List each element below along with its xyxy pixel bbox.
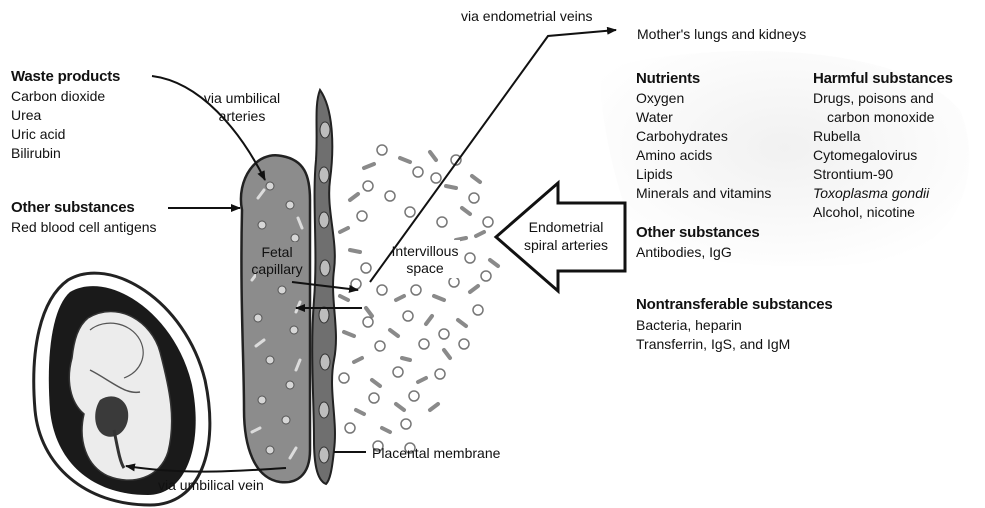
list-item: Cytomegalovirus [813, 146, 934, 165]
waste-products-list: Carbon dioxide Urea Uric acid Bilirubin [11, 87, 105, 163]
list-item: Transferrin, IgS, and IgM [636, 335, 790, 354]
list-item: carbon monoxide [813, 108, 934, 127]
maternal-other-substances-list: Antibodies, IgG [636, 243, 732, 262]
list-item: Red blood cell antigens [11, 218, 157, 237]
nutrients-title: Nutrients [636, 70, 700, 88]
placental-membrane-label: Placental membrane [372, 444, 500, 462]
waste-products-title: Waste products [11, 68, 120, 86]
fetal-other-substances-title: Other substances [11, 199, 135, 217]
list-item: Bacteria, heparin [636, 316, 790, 335]
intervillous-space-label: Intervillous space [384, 243, 466, 277]
list-item: Bilirubin [11, 144, 105, 163]
list-item: Water [636, 108, 771, 127]
nontransferable-list: Bacteria, heparin Transferrin, IgS, and … [636, 316, 790, 354]
list-item: Amino acids [636, 146, 771, 165]
list-item: Carbohydrates [636, 127, 771, 146]
list-item: Rubella [813, 127, 934, 146]
list-item: Urea [11, 106, 105, 125]
list-item: Minerals and vitamins [636, 184, 771, 203]
list-item: Toxoplasma gondii [813, 184, 934, 203]
via-endometrial-veins-label: via endometrial veins [461, 7, 593, 25]
fetus-illustration [34, 273, 210, 505]
maternal-other-substances-title: Other substances [636, 224, 760, 242]
mothers-lungs-kidneys-label: Mother's lungs and kidneys [637, 25, 806, 43]
nontransferable-title: Nontransferable substances [636, 296, 833, 314]
list-item: Drugs, poisons and [813, 89, 934, 108]
list-item: Strontium-90 [813, 165, 934, 184]
via-umbilical-vein-label: via umbilical vein [158, 476, 264, 494]
fetal-other-substances-list: Red blood cell antigens [11, 218, 157, 237]
spiral-arteries-label: Endometrial spiral arteries [516, 218, 616, 254]
intervillous-cells [339, 145, 493, 453]
list-item: Oxygen [636, 89, 771, 108]
fetal-capillary-label: Fetal capillary [250, 244, 304, 278]
list-item: Carbon dioxide [11, 87, 105, 106]
via-umbilical-arteries-label: via umbilical arteries [194, 89, 290, 125]
nutrients-list: Oxygen Water Carbohydrates Amino acids L… [636, 89, 771, 203]
list-item: Lipids [636, 165, 771, 184]
list-item: Alcohol, nicotine [813, 203, 934, 222]
list-item: Antibodies, IgG [636, 243, 732, 262]
harmful-substances-list: Drugs, poisons and carbon monoxide Rubel… [813, 89, 934, 222]
list-item: Uric acid [11, 125, 105, 144]
harmful-substances-title: Harmful substances [813, 70, 953, 88]
